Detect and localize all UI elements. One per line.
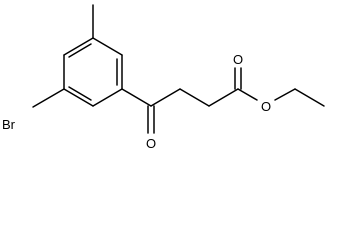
benzene-ring <box>63 37 123 107</box>
chain-bond-3 <box>208 88 239 107</box>
aryl-ketone-bond <box>121 88 152 107</box>
ring-bond-6 <box>63 37 94 56</box>
carbonyl-oxygen-label: O <box>233 52 243 67</box>
bromo-bond <box>32 88 65 108</box>
ethyl-o-bond <box>274 88 296 101</box>
ketone-oxygen-label: O <box>146 136 156 151</box>
structure-diagram: Br O O O <box>2 4 325 151</box>
ring-inner-bond-2 <box>68 86 92 101</box>
bromine-label: Br <box>2 117 16 132</box>
ester-oxygen-label: O <box>261 99 271 114</box>
ring-bond-3 <box>92 88 123 107</box>
ester-single-bond <box>237 88 258 101</box>
ring-bond-1 <box>92 37 123 56</box>
chain-bond-2 <box>179 88 210 107</box>
ethyl-bond <box>294 88 325 107</box>
ring-inner-bond-3 <box>68 43 92 58</box>
ring-bond-4 <box>63 88 94 107</box>
chain-bond-1 <box>150 88 181 107</box>
